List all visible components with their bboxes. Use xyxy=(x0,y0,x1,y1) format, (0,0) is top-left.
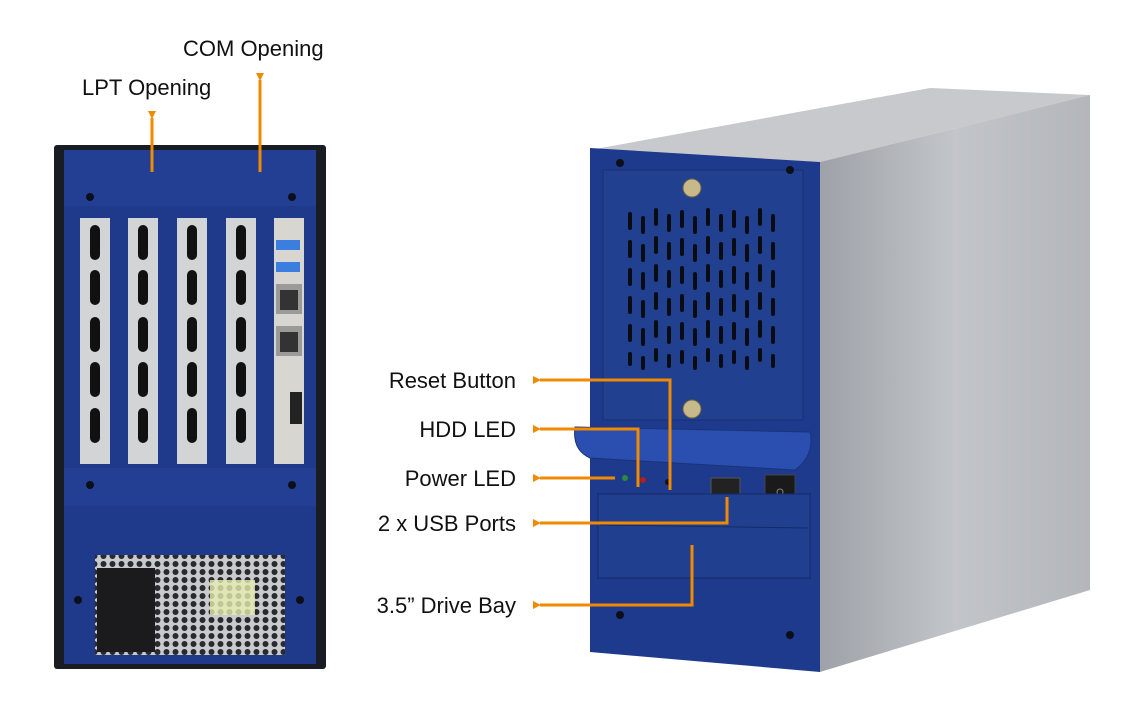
front-chassis xyxy=(574,88,1090,672)
drive-bay xyxy=(597,493,811,579)
thumbscrew-icon xyxy=(682,178,702,198)
callout-label-lpt: LPT Opening xyxy=(82,75,211,100)
callout-drive-bay: 3.5” Drive Bay xyxy=(377,545,694,618)
callout-lpt-opening: LPT Opening xyxy=(82,75,211,172)
rear-chassis xyxy=(54,145,326,669)
power-supply xyxy=(95,555,285,655)
hdd-led-icon xyxy=(640,477,646,483)
io-panel xyxy=(274,218,304,464)
callout-label-usb: 2 x USB Ports xyxy=(378,511,516,536)
thumbscrew-icon xyxy=(682,399,702,419)
power-inlet-icon xyxy=(97,568,155,652)
usb-port-icon xyxy=(710,477,741,496)
callout-label-hdd: HDD LED xyxy=(419,417,516,442)
callout-label-bay: 3.5” Drive Bay xyxy=(377,593,516,618)
power-led-icon xyxy=(622,475,628,481)
callout-usb-ports: 2 x USB Ports xyxy=(378,497,729,536)
callout-power-led: Power LED xyxy=(405,466,615,491)
callout-com-opening: COM Opening xyxy=(183,36,324,172)
callout-label-power: Power LED xyxy=(405,466,516,491)
ventilation-slots xyxy=(628,208,775,370)
callout-hdd-led: HDD LED xyxy=(419,417,640,487)
expansion-slots xyxy=(80,218,256,464)
handle xyxy=(574,426,812,471)
callout-label-reset: Reset Button xyxy=(389,368,516,393)
callout-label-com: COM Opening xyxy=(183,36,324,61)
callout-reset-button: Reset Button xyxy=(389,368,672,490)
